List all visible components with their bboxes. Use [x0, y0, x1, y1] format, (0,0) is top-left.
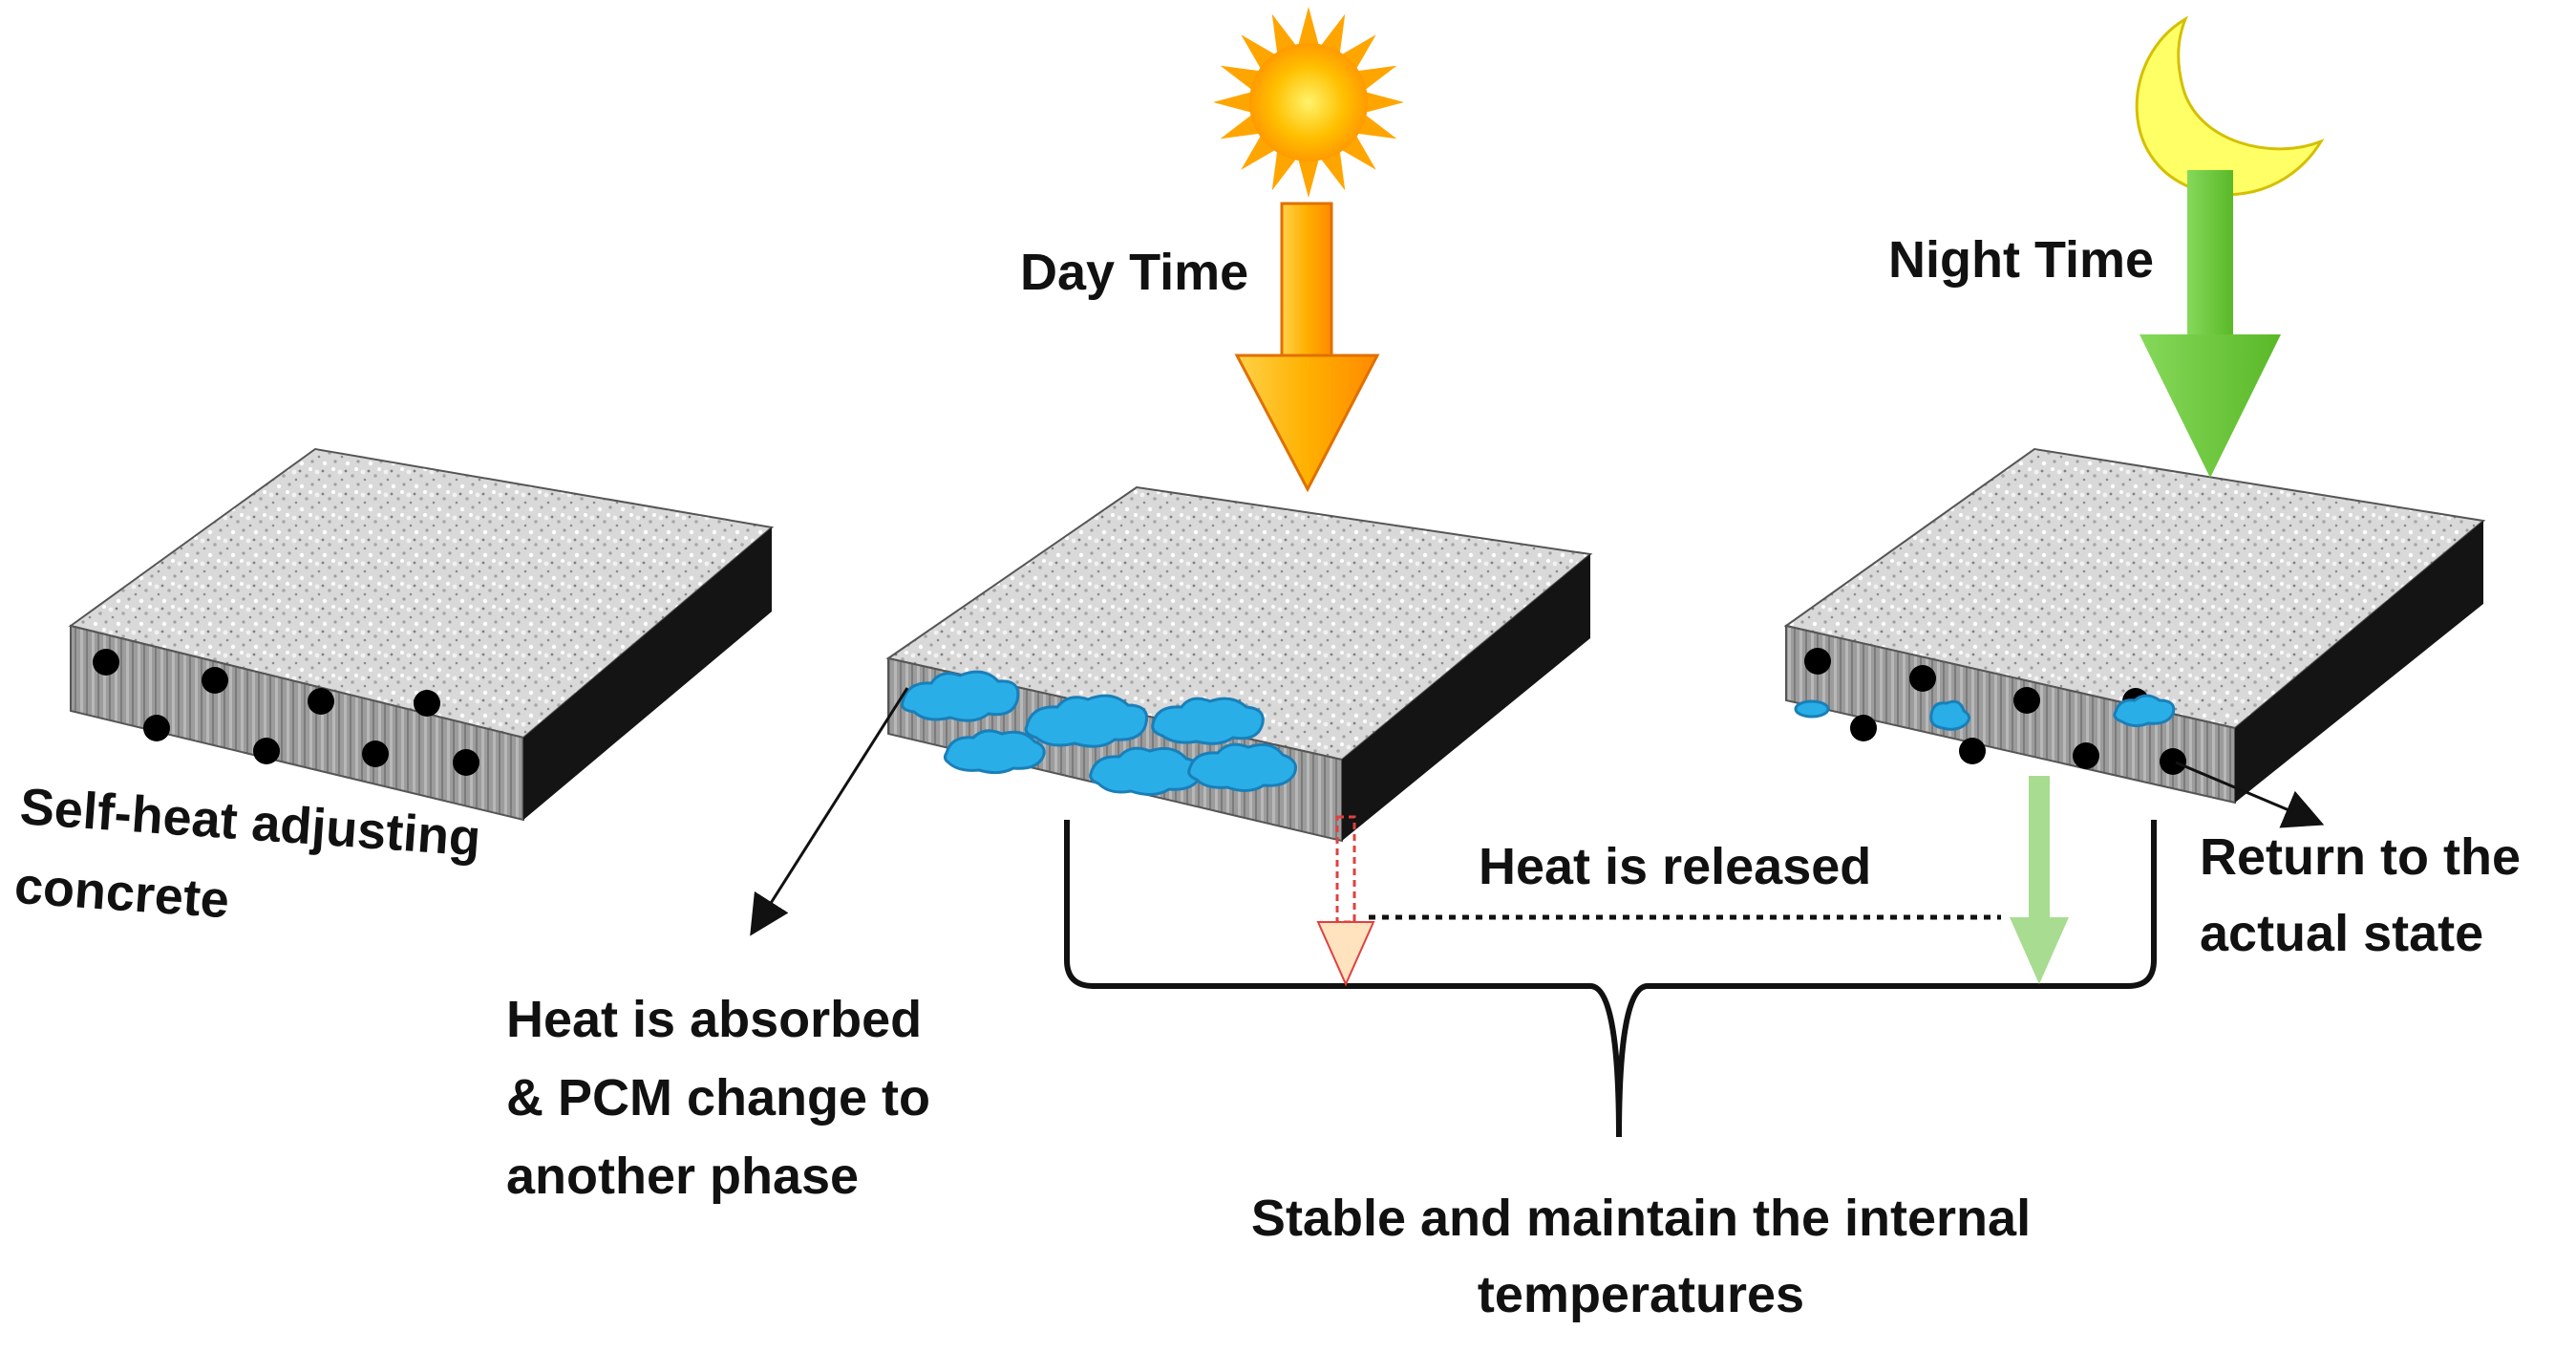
crescent-moon-icon [2135, 15, 2325, 197]
night-release-arrow [2010, 776, 2069, 984]
night-time-label: Night Time [1888, 231, 2154, 289]
solidifying-pcm-blobs [1794, 694, 2176, 731]
day-release-arrow [1316, 815, 1375, 987]
absorbed-label-line1: Heat is absorbed [506, 991, 922, 1048]
return-pointer-line [2175, 761, 2325, 828]
concrete-slab-night [1783, 447, 2486, 805]
bracket [1064, 820, 2157, 1138]
stable-label-line1: Stable and maintain the internal [1251, 1190, 2031, 1247]
return-label-line2: actual state [2200, 905, 2483, 962]
return-label-line1: Return to the [2200, 828, 2521, 886]
concrete-slab-day [885, 485, 1593, 843]
pcm-particles [93, 649, 479, 776]
self-heat-label: Self-heat adjusting concrete [12, 778, 482, 930]
absorbed-pointer-line [750, 687, 909, 936]
heat-released-label: Heat is released [1479, 838, 1871, 895]
slab-side-face [1342, 554, 1590, 841]
melted-pcm-blobs [901, 670, 1297, 796]
day-time-label: Day Time [1020, 244, 1248, 301]
absorbed-label-line2: & PCM change to [506, 1069, 930, 1127]
slab-side-face [523, 527, 772, 820]
pcm-particles [1804, 648, 2186, 775]
night-arrow [2140, 170, 2281, 478]
day-arrow [1234, 202, 1380, 493]
slab-side-face [2235, 521, 2483, 803]
stable-label-line2: temperatures [1478, 1266, 1804, 1323]
self-heat-label-line2: concrete [12, 857, 231, 930]
concrete-slab-plain [68, 447, 775, 822]
sun-icon [1213, 7, 1404, 198]
absorbed-label-line3: another phase [506, 1148, 859, 1205]
